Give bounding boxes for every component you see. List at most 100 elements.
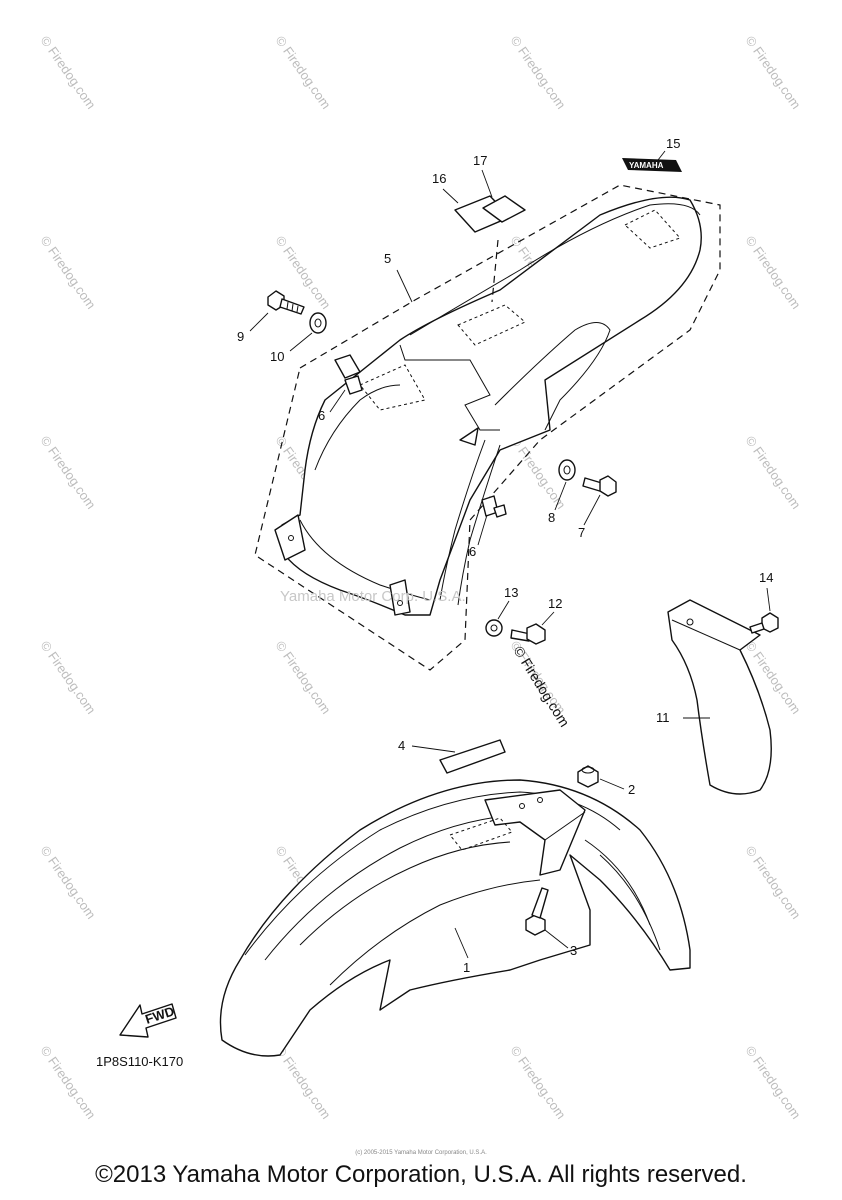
leader-line-12	[541, 611, 555, 626]
watermark-tile: © Firedog.com	[508, 1043, 569, 1122]
watermark-tile: © Firedog.com	[273, 1043, 334, 1122]
callout-label-15: 15	[666, 136, 680, 151]
leader-line-1	[454, 927, 469, 959]
rear-fender-mount-tab-bottom	[389, 579, 411, 616]
rear-fender-rail	[399, 344, 500, 431]
nut-6-upper[interactable]	[334, 354, 363, 395]
mount-hole	[397, 600, 403, 606]
callout-label-14: 14	[759, 570, 773, 585]
rear-sticker-dashed	[624, 209, 681, 249]
front-fender-rib-2	[264, 814, 521, 961]
rear-fender-top-edge	[409, 203, 701, 336]
leader-line-4	[411, 745, 456, 753]
forward-arrow: FWD	[119, 1003, 177, 1038]
callout-label-11: 11	[656, 710, 670, 725]
rear-fender-vent	[459, 427, 479, 446]
diagram-code: 1P8S110-K170	[96, 1054, 183, 1069]
watermark-tile: © Firedog.com	[38, 1043, 99, 1122]
bolt-9[interactable]	[267, 290, 305, 315]
bolt-7[interactable]	[582, 475, 617, 497]
front-fender-rib-6	[584, 839, 651, 926]
side-sticker-dashed	[359, 364, 426, 411]
leader-line-5	[396, 269, 413, 303]
watermark-tile: © Firedog.com	[38, 233, 99, 312]
callout-label-6b: 6	[469, 544, 476, 559]
rear-fender-center-rib	[439, 439, 486, 601]
watermark-tile: © Firedog.com	[38, 33, 99, 112]
watermark-tile: © Firedog.com	[273, 33, 334, 112]
sticker-16-guide	[491, 239, 499, 303]
leader-line-15	[657, 150, 666, 161]
leader-line-14	[766, 587, 771, 612]
watermark-tile: © Firedog.com	[743, 843, 804, 922]
leader-line-10	[289, 332, 313, 352]
nut-6-lower[interactable]	[481, 495, 507, 518]
rear-fender-side-rib	[494, 322, 611, 431]
callout-label-10: 10	[270, 349, 284, 364]
rear-fender-mount-tab-left	[274, 514, 306, 561]
rear-fender-inner-curve	[314, 384, 401, 471]
watermark-tile: © Firedog.com	[38, 638, 99, 717]
callout-label-8: 8	[548, 510, 555, 525]
leader-line-6a	[329, 389, 346, 413]
screw-14[interactable]	[749, 612, 779, 634]
watermark-tile: © Firedog.com	[743, 433, 804, 512]
watermark-tile: © Firedog.com	[743, 1043, 804, 1122]
leader-line-8	[554, 481, 567, 511]
leader-line-9	[249, 312, 269, 332]
mud-flap-fold	[671, 619, 741, 651]
mount-hole	[537, 797, 543, 803]
rear-fender-center-rib-2	[457, 444, 501, 606]
watermark-tile: © Firedog.com	[743, 33, 804, 112]
leader-line-13	[497, 600, 510, 620]
front-fender-mount-block-edge	[544, 811, 586, 841]
mount-hole	[519, 803, 525, 809]
front-fender[interactable]	[219, 779, 691, 1057]
watermark-tile: © Firedog.com	[508, 33, 569, 112]
watermark-firedog: © Firedog.com	[510, 643, 572, 730]
callout-label-4: 4	[398, 738, 405, 753]
leader-line-3	[544, 929, 569, 949]
washer-8[interactable]	[558, 459, 576, 481]
front-fender-mount-block	[484, 789, 586, 876]
watermark-yamaha: Yamaha Motor Corp. U.S.A.	[280, 588, 466, 605]
copyright-notice: ©2013 Yamaha Motor Corporation, U.S.A. A…	[95, 1161, 747, 1188]
leader-line-6b	[477, 514, 488, 546]
leader-line-2	[599, 778, 625, 790]
callout-label-13: 13	[504, 585, 518, 600]
front-fender-rib-5	[599, 854, 661, 951]
mud-flap-11[interactable]	[667, 599, 772, 795]
callout-label-9: 9	[237, 329, 244, 344]
watermark-tile: © Firedog.com	[38, 433, 99, 512]
collar-13[interactable]	[485, 619, 503, 637]
rear-fender-lower-curve	[299, 519, 431, 601]
sticker-17[interactable]	[482, 195, 526, 223]
watermark-tile: © Firedog.com	[38, 843, 99, 922]
bolt-12[interactable]	[510, 623, 546, 645]
washer-10[interactable]	[309, 312, 327, 334]
callout-label-1: 1	[463, 960, 470, 975]
callout-label-7: 7	[578, 525, 585, 540]
fine-print: (c) 2005-2015 Yamaha Motor Corporation, …	[355, 1150, 487, 1156]
rear-fender[interactable]	[281, 196, 702, 616]
mount-hole	[288, 535, 294, 541]
mount-hole	[686, 618, 694, 626]
leader-line-16	[442, 188, 459, 204]
emblem-15[interactable]: YAMAHA	[622, 158, 682, 172]
callout-label-3: 3	[570, 943, 577, 958]
callout-label-16: 16	[432, 171, 446, 186]
front-fender-rib-4	[329, 879, 541, 986]
front-fender-rib-3	[299, 841, 511, 946]
callout-label-17: 17	[473, 153, 487, 168]
emblem-text: YAMAHA	[629, 161, 664, 170]
callout-label-2: 2	[628, 782, 635, 797]
callout-label-12: 12	[548, 596, 562, 611]
nut-2[interactable]	[577, 765, 599, 788]
callout-label-5: 5	[384, 251, 391, 266]
callout-label-6a: 6	[318, 408, 325, 423]
sticker-4[interactable]	[439, 739, 506, 774]
watermark-tile: © Firedog.com	[273, 638, 334, 717]
